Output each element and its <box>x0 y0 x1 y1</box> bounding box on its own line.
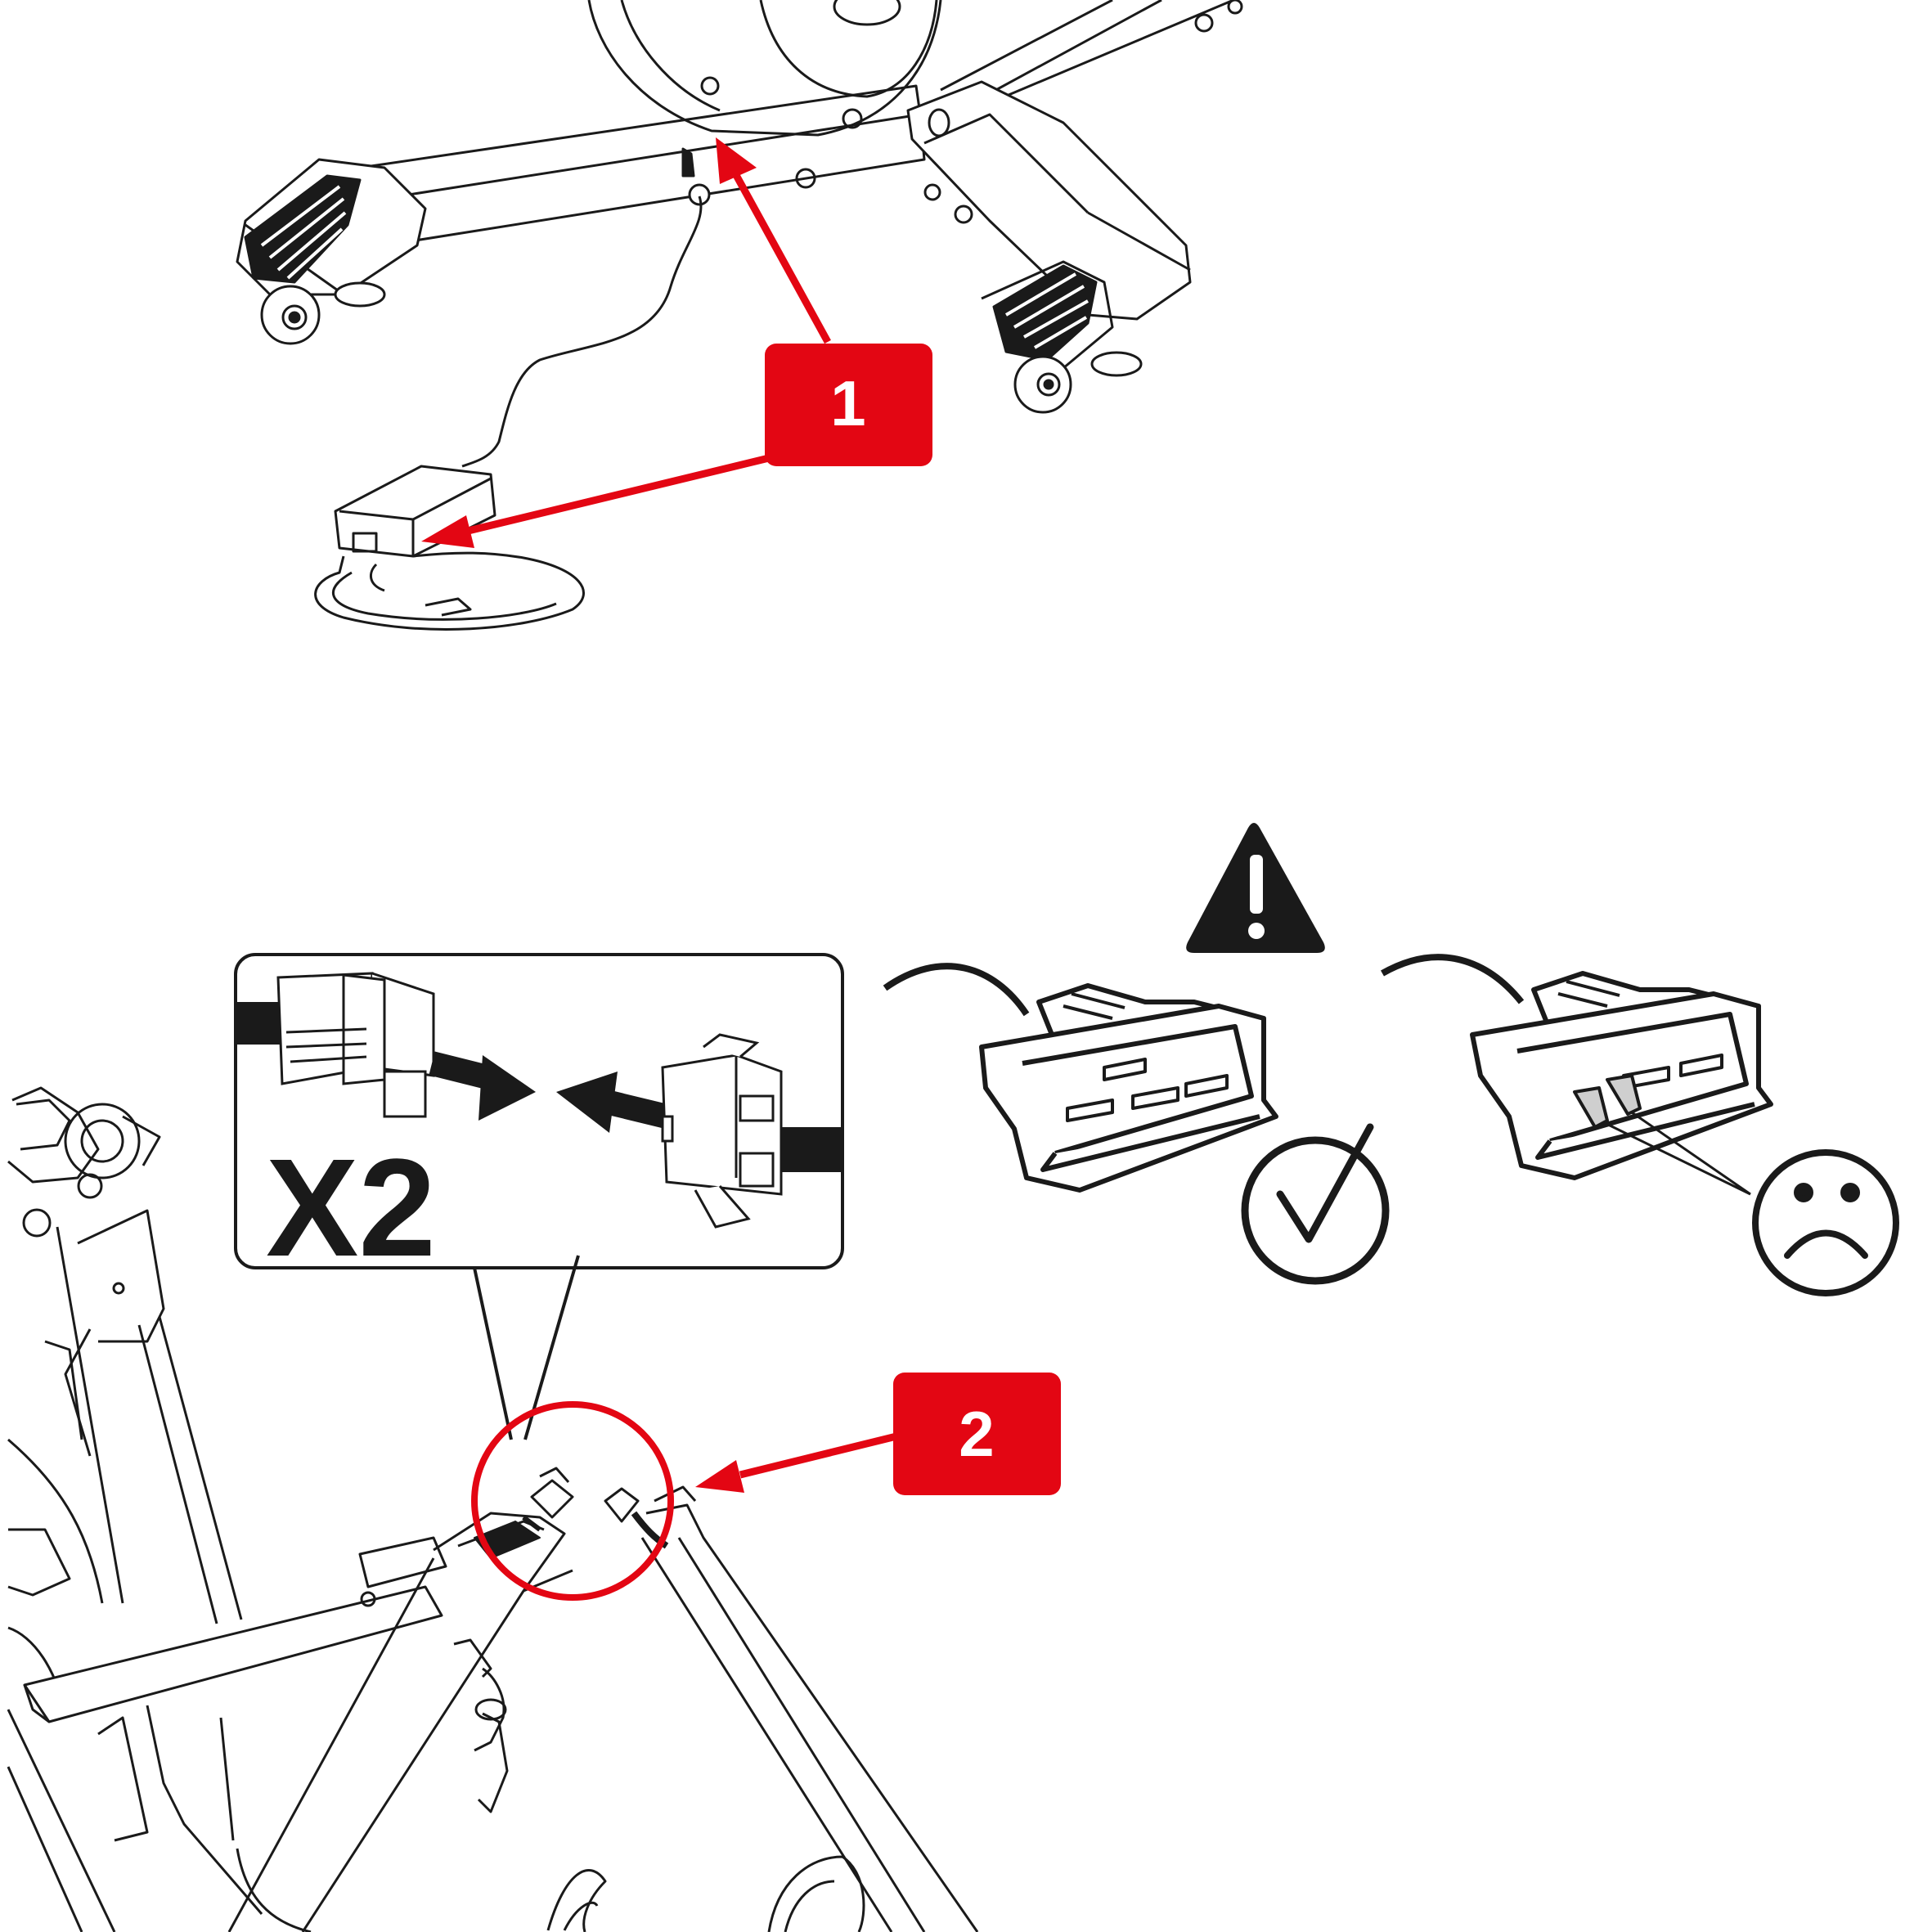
connector-correct-example <box>883 963 1278 1193</box>
frame-connector-right <box>604 1487 669 1549</box>
callout-2-label: 2 <box>959 1398 994 1470</box>
bike-base-drawing <box>236 0 1243 631</box>
frame-connector-left <box>522 1467 574 1532</box>
left-foot-grip <box>244 174 362 284</box>
right-foot-grip <box>992 264 1098 362</box>
callout-2-badge: 2 <box>893 1373 1061 1495</box>
callout-1-label: 1 <box>830 367 865 439</box>
callout-1-badge: 1 <box>765 344 932 466</box>
inset-multiplier: X2 <box>266 1130 436 1286</box>
inset-connector-left <box>276 972 435 1118</box>
callout-2-highlight <box>471 1401 901 1601</box>
warning-triangle-icon <box>1186 823 1325 953</box>
callout-1-arrows <box>421 137 831 548</box>
check-circle-icon <box>1241 1123 1390 1285</box>
connector-incorrect-example <box>1381 954 1773 1196</box>
connector-inset: X2 <box>234 953 844 1440</box>
inset-connector-right <box>661 1033 783 1229</box>
sad-face-icon <box>1752 1149 1899 1296</box>
